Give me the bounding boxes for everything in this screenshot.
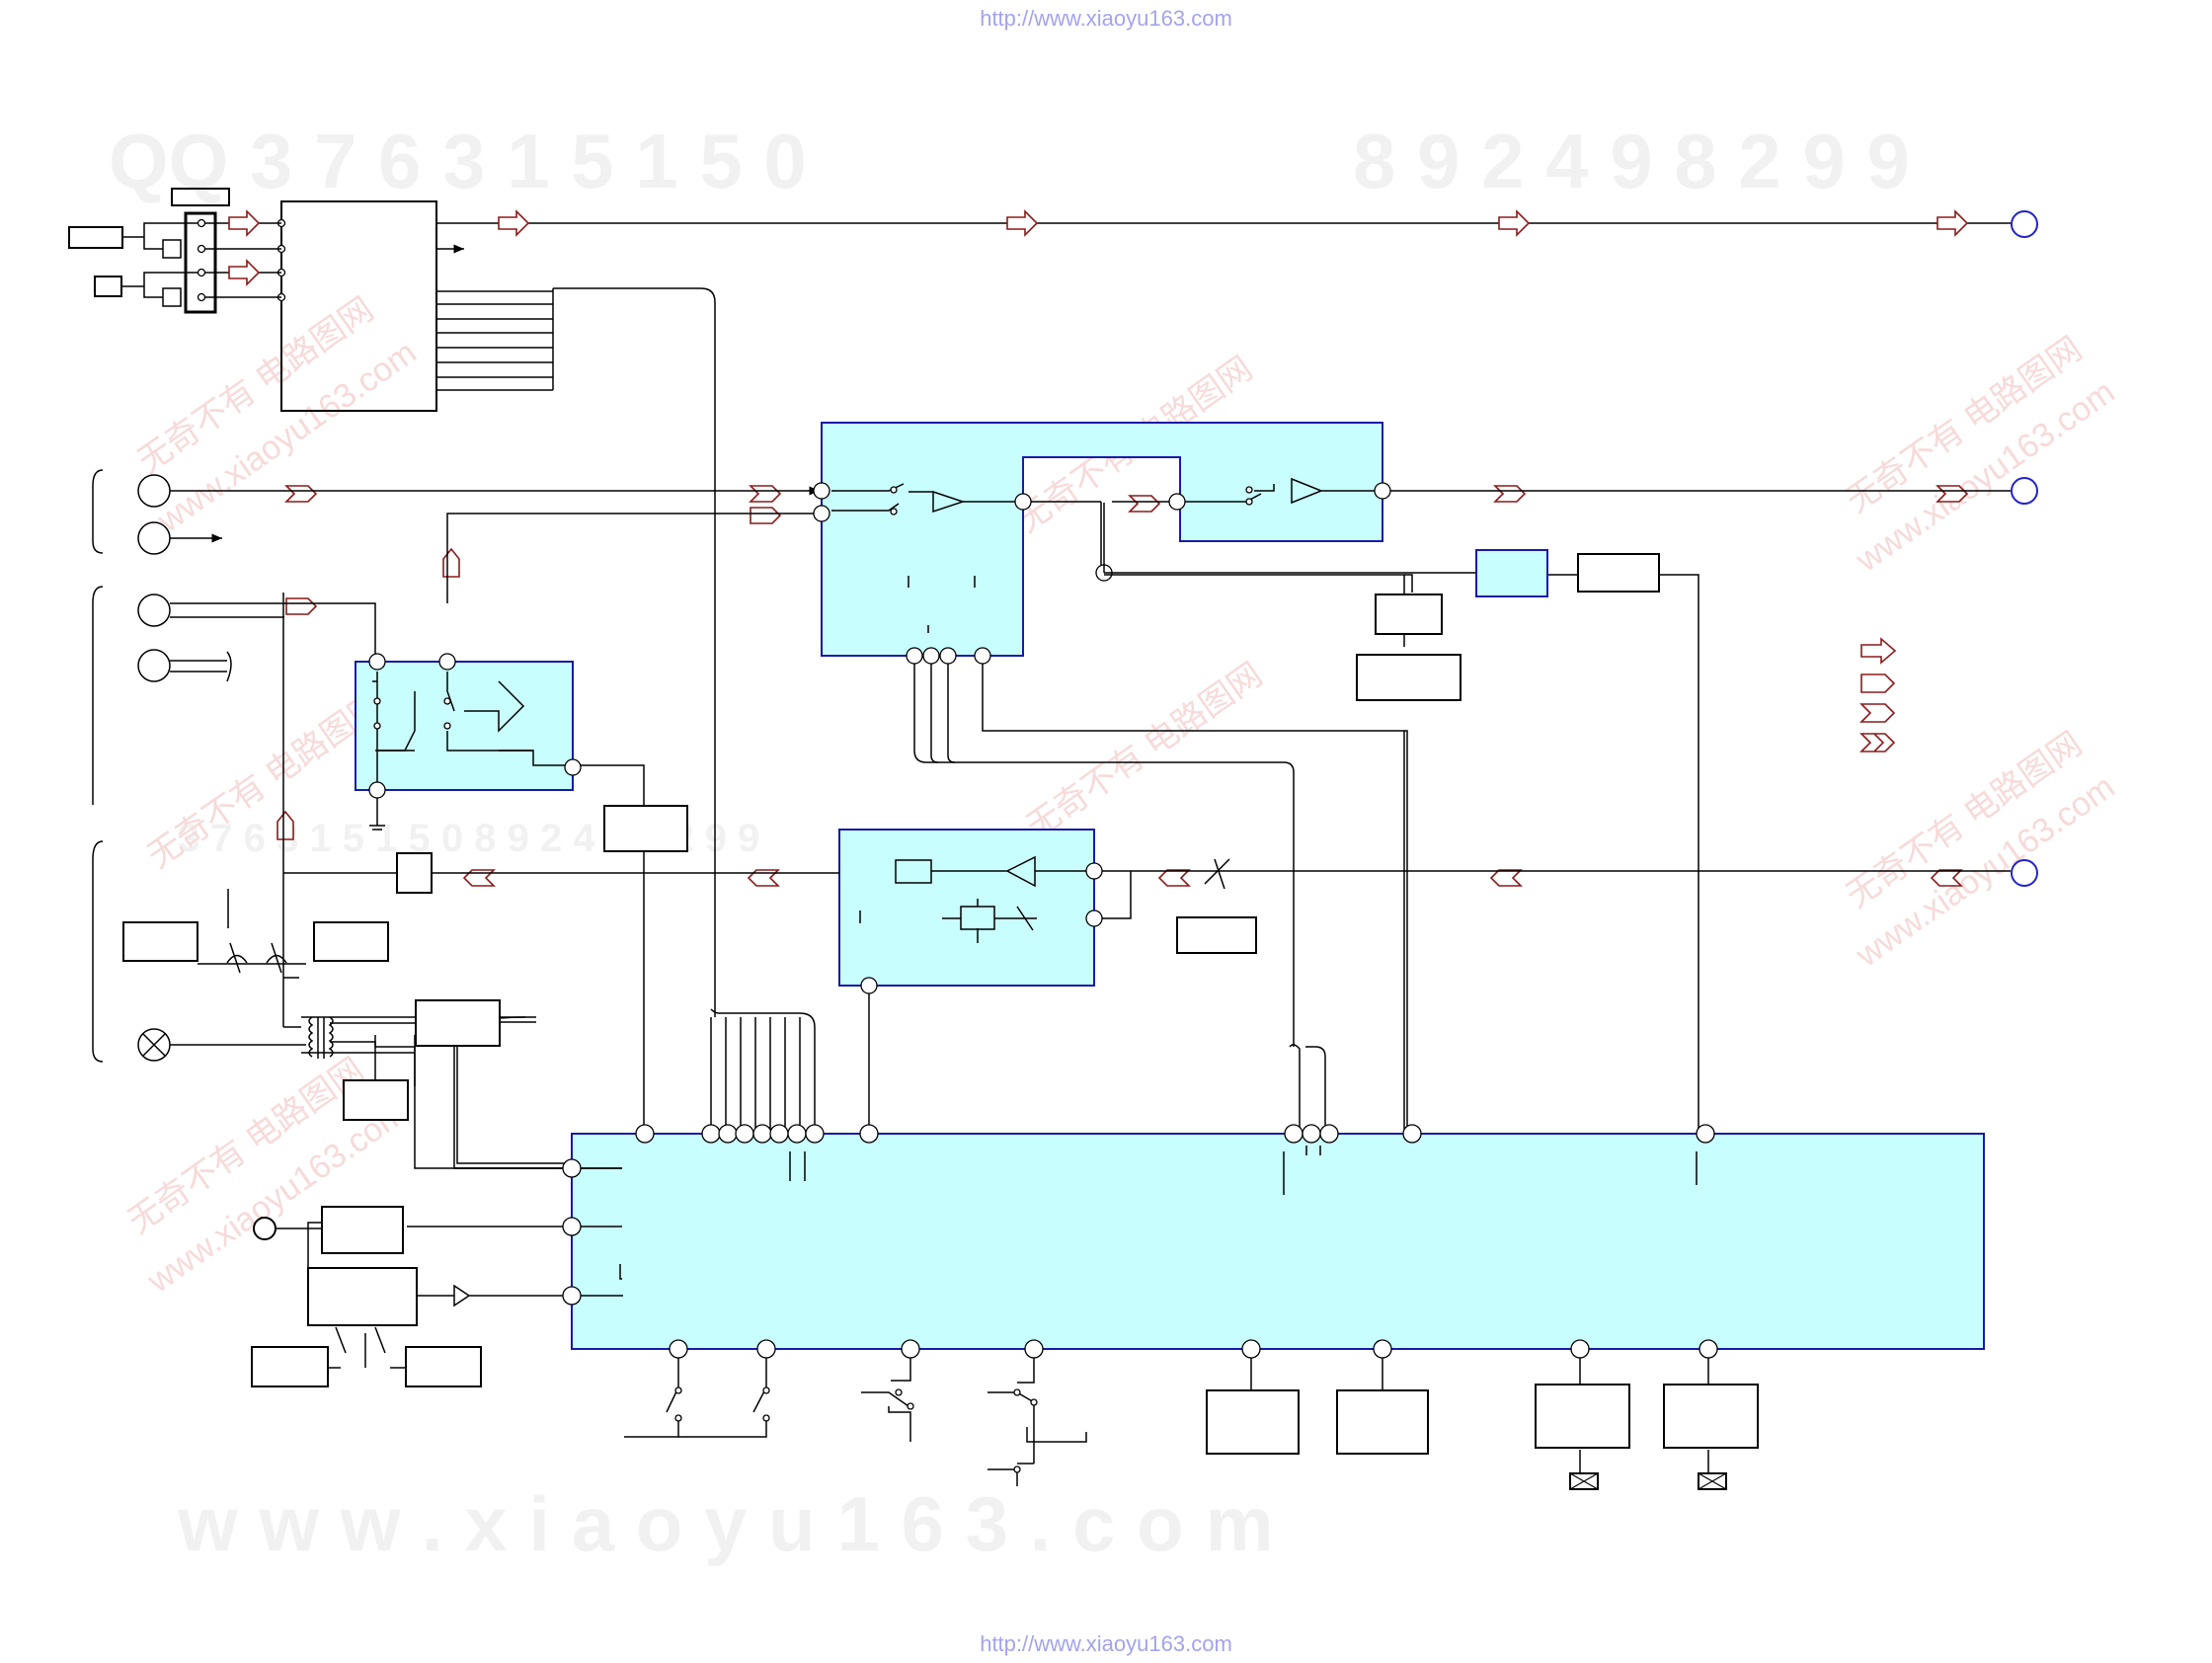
terminal-circle (2011, 210, 2038, 238)
block-box (1375, 594, 1443, 635)
buzzer-icon (253, 1217, 276, 1240)
up-arrow-icon (442, 547, 460, 578)
notched-arrow-icon (462, 869, 496, 887)
block-box (396, 852, 433, 894)
input-label-box (94, 276, 122, 297)
block-box (1176, 916, 1257, 954)
signal-arrow-icon (498, 209, 530, 237)
output-terminals (2011, 210, 2038, 887)
watermark-number: 8 9 2 4 9 8 2 9 9 (1353, 118, 1910, 204)
legend-hollow-arrow-icon (1860, 637, 1897, 665)
ic-output-amp (838, 829, 1215, 1134)
connector-pins (197, 218, 286, 302)
left-jacks (92, 469, 820, 1063)
block-box (313, 921, 389, 962)
signal-arrow-icon (228, 209, 261, 237)
block-box (307, 1267, 418, 1326)
notched-arrow-icon (1493, 485, 1527, 503)
footer-url[interactable]: http://www.xiaoyu163.com (980, 1631, 1232, 1656)
ic-small-box (1475, 549, 1548, 597)
notched-arrow-icon (1936, 485, 1969, 503)
watermark-site: w w w . x i a o y u 1 6 3 . c o m (177, 1480, 1274, 1567)
terminal-circle (2011, 477, 2038, 505)
jack-icon (137, 474, 171, 508)
signal-arrow-icon (1936, 209, 1969, 237)
signal-arrow-icon (1006, 209, 1039, 237)
block-box (1663, 1384, 1759, 1449)
input-ic-box (280, 200, 437, 412)
signal-flow-arrows (228, 209, 1969, 887)
block-box (1577, 553, 1660, 593)
block-box (122, 921, 198, 962)
open-arrow-icon (750, 507, 782, 524)
ic-selector-amp (446, 422, 2011, 665)
block-box (343, 1079, 409, 1121)
connector-label-box (171, 188, 230, 206)
watermark-stamp: 无奇不有 电路图网 (1020, 656, 1269, 846)
ic-switch-amp (355, 653, 645, 849)
notched-arrow-icon (1489, 869, 1523, 887)
ic-main-controller (453, 1008, 1985, 1359)
up-arrow-icon (276, 810, 294, 840)
notched-arrow-icon (1128, 495, 1161, 513)
watermark-qq: QQ 3 7 6 3 1 5 1 5 0 (109, 118, 807, 204)
notched-arrow-icon (749, 485, 782, 503)
notched-arrow-icon (1930, 869, 1963, 887)
legend (1859, 637, 1897, 752)
signal-arrow-icon (1498, 209, 1531, 237)
notched-arrow-icon (1157, 869, 1191, 887)
transformer-icon (308, 1016, 416, 1080)
terminal-circle (2011, 859, 2038, 887)
input-connector-block (68, 188, 437, 412)
ground-symbol-box (162, 239, 182, 259)
notched-arrow-icon (747, 869, 780, 887)
block-box (603, 805, 688, 852)
header-url[interactable]: http://www.xiaoyu163.com (980, 6, 1232, 31)
block-box (1206, 1389, 1300, 1455)
block-box (1336, 1389, 1429, 1455)
legend-double-arrow-icon (1859, 733, 1896, 752)
input-label-box (68, 226, 123, 249)
jack-icon (137, 594, 171, 627)
notched-arrow-icon (284, 485, 318, 503)
block-box (251, 1346, 329, 1387)
block-box (415, 999, 501, 1047)
block-box (405, 1346, 482, 1387)
connector-block (184, 211, 217, 314)
open-arrow-icon (285, 597, 318, 615)
ground-symbol-box (162, 287, 182, 307)
jack-icon (137, 649, 171, 682)
jack-icon (137, 521, 171, 555)
block-box (1535, 1384, 1630, 1449)
block-box (321, 1206, 404, 1254)
signal-arrow-icon (228, 259, 261, 286)
legend-notched-arrow-icon (1859, 703, 1896, 723)
block-box (1356, 654, 1462, 701)
legend-open-arrow-icon (1860, 673, 1896, 693)
